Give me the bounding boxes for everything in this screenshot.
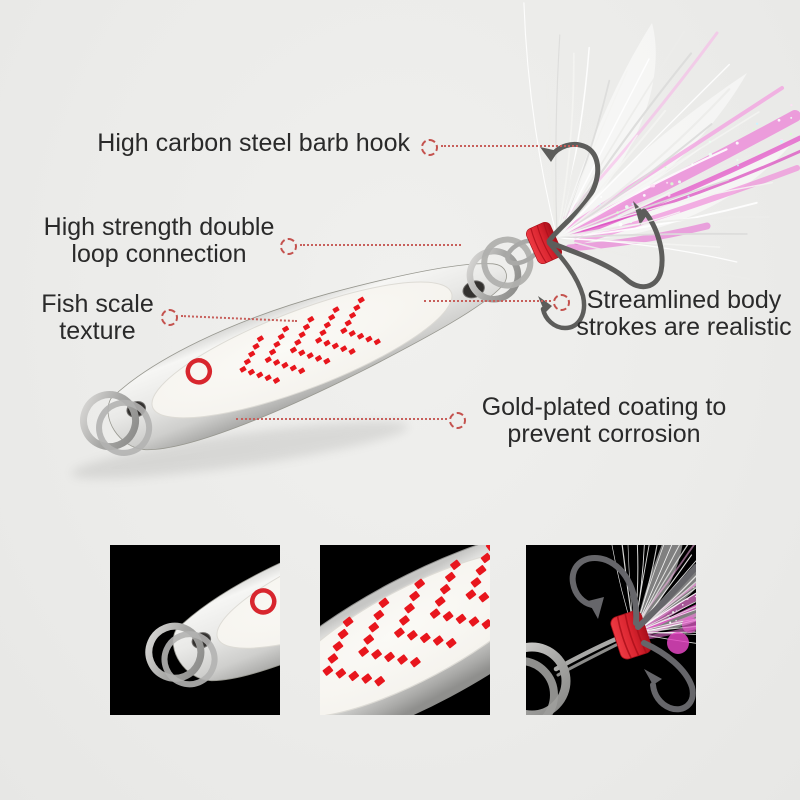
- hook-right: [548, 208, 665, 290]
- leader-line-hook: [441, 145, 578, 147]
- annotation-scale: Fish scale texture: [20, 291, 175, 345]
- thumbnail-tail-ring-closeup: [110, 545, 280, 715]
- annotation-hook-text: High carbon steel barb hook: [97, 129, 410, 157]
- annotation-loop-text-1: High strength double: [43, 213, 275, 241]
- thumbnail-hook-feather-closeup: [526, 545, 696, 715]
- annotation-loop: High strength double loop connection: [28, 214, 290, 268]
- product-hero-image: [0, 0, 800, 545]
- lure-shadow: [71, 421, 409, 479]
- annotation-hook: High carbon steel barb hook: [58, 130, 410, 157]
- annotation-body-text-1: Streamlined body: [586, 286, 782, 314]
- hook-lower: [540, 240, 587, 331]
- annotation-scale-text-1: Fish scale: [41, 290, 154, 318]
- annotation-body: Streamlined body strokes are realistic: [551, 287, 800, 341]
- callout-marker-loop: [280, 238, 297, 255]
- callout-marker-hook: [421, 139, 438, 156]
- hook-upper-point: [540, 147, 558, 162]
- thumbnail-scale-pattern-closeup: [320, 545, 490, 715]
- hook-lower-point-closeup: [644, 669, 662, 685]
- leader-line-coating: [236, 418, 447, 420]
- callout-marker-body: [553, 294, 570, 311]
- callout-marker-scale: [161, 309, 178, 326]
- hook-upper-point-closeup: [588, 597, 604, 619]
- split-ring-closeup-second: [526, 657, 558, 715]
- tinsel-magenta-patch: [667, 632, 689, 654]
- hook-right-point: [633, 201, 647, 225]
- annotation-scale-text-2: texture: [59, 317, 136, 345]
- feather-overlay-strands: [558, 134, 701, 237]
- annotation-coating-text-2: prevent corrosion: [507, 420, 701, 448]
- hook-upper-closeup: [569, 555, 640, 626]
- annotation-loop-text-2: loop connection: [71, 240, 247, 268]
- annotation-coating: Gold-plated coating to prevent corrosion: [464, 394, 744, 448]
- treble-hook-closeup: [569, 555, 696, 713]
- hook-lower-point: [538, 296, 552, 313]
- split-ring-closeup: [526, 642, 571, 715]
- annotation-body-text-2: strokes are realistic: [576, 313, 792, 341]
- leader-line-loop: [300, 244, 461, 246]
- tinsel-magenta-patch: [682, 617, 696, 633]
- leader-line-body: [424, 300, 551, 302]
- hook-lower-closeup: [641, 640, 696, 713]
- annotation-coating-text-1: Gold-plated coating to: [481, 393, 727, 421]
- callout-marker-coating: [449, 412, 466, 429]
- hook-shank-closeup: [635, 564, 696, 630]
